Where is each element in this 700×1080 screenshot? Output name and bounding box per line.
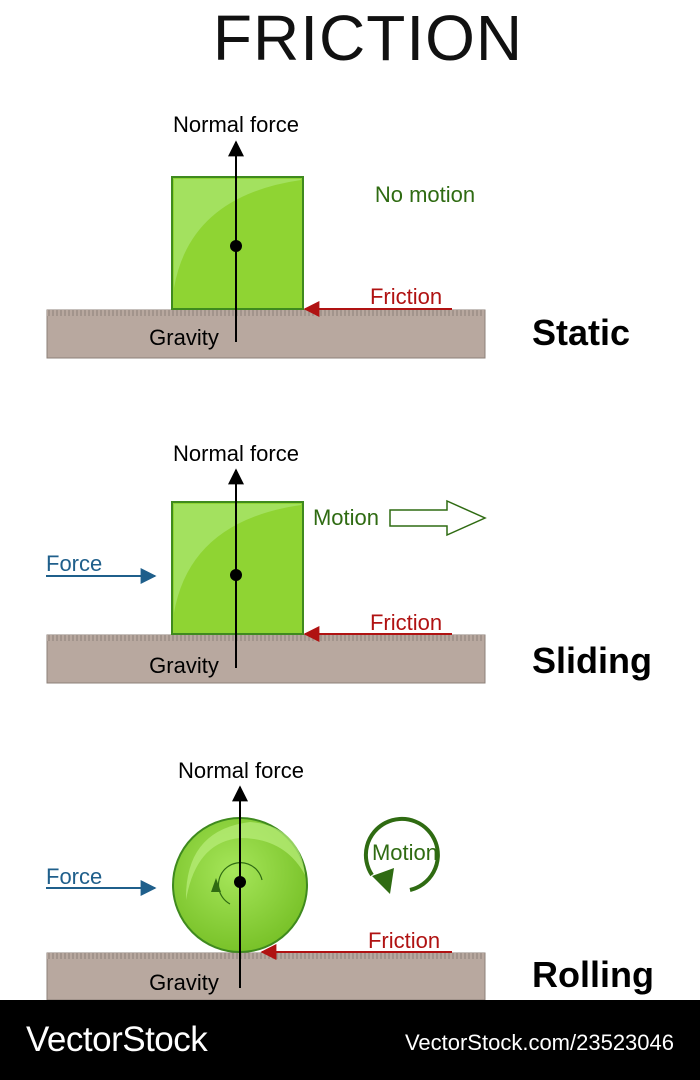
- block-highlight: [174, 179, 301, 288]
- watermark-banner: VectorStock VectorStock.com/23523046: [0, 1000, 700, 1080]
- wheel-rotation-arrow-head: [211, 878, 221, 892]
- normal-force-label: Normal force: [173, 112, 299, 137]
- force-label: Force: [46, 551, 102, 576]
- panel-label: Rolling: [532, 954, 654, 995]
- center-of-mass: [230, 569, 242, 581]
- motion-arrow: [389, 499, 487, 537]
- panel-sliding: Normal force Gravity Friction Motion For…: [46, 441, 652, 684]
- friction-label: Friction: [368, 928, 440, 953]
- panel-label: Sliding: [532, 640, 652, 681]
- gravity-label: Gravity: [149, 325, 219, 350]
- force-label: Force: [46, 864, 102, 889]
- ground-surface: [46, 634, 486, 684]
- ground-surface: [46, 952, 486, 1000]
- center-of-mass: [234, 876, 246, 888]
- motion-label: No motion: [375, 182, 475, 207]
- watermark-brand: VectorStock: [26, 1020, 208, 1059]
- motion-label: Motion: [372, 840, 438, 865]
- wheel-highlight: [185, 822, 305, 900]
- diagram-title: FRICTION: [213, 2, 523, 74]
- block-highlight: [174, 504, 301, 613]
- normal-force-label: Normal force: [178, 758, 304, 783]
- watermark-url: VectorStock.com/23523046: [404, 1030, 674, 1055]
- motion-circle-arrow-head: [372, 868, 394, 894]
- ground-texture: [47, 310, 485, 316]
- normal-force-label: Normal force: [173, 441, 299, 466]
- gravity-label: Gravity: [149, 970, 219, 995]
- panel-label: Static: [532, 312, 630, 353]
- wheel-rotation-arrow: [217, 862, 263, 905]
- motion-circle-arrow: [363, 816, 440, 892]
- panel-static: Normal force Gravity Friction No motion …: [46, 112, 630, 359]
- ground-texture: [47, 635, 485, 641]
- friction-label: Friction: [370, 610, 442, 635]
- center-of-mass: [230, 240, 242, 252]
- ground-texture: [47, 953, 485, 959]
- friction-diagram: FRICTION Normal force Gravity Friction N…: [46, 2, 654, 1000]
- panel-rolling: Normal force Gravity Friction Motion For…: [46, 758, 654, 1000]
- gravity-label: Gravity: [149, 653, 219, 678]
- ground-surface: [46, 309, 486, 359]
- friction-label: Friction: [370, 284, 442, 309]
- motion-label: Motion: [313, 505, 379, 530]
